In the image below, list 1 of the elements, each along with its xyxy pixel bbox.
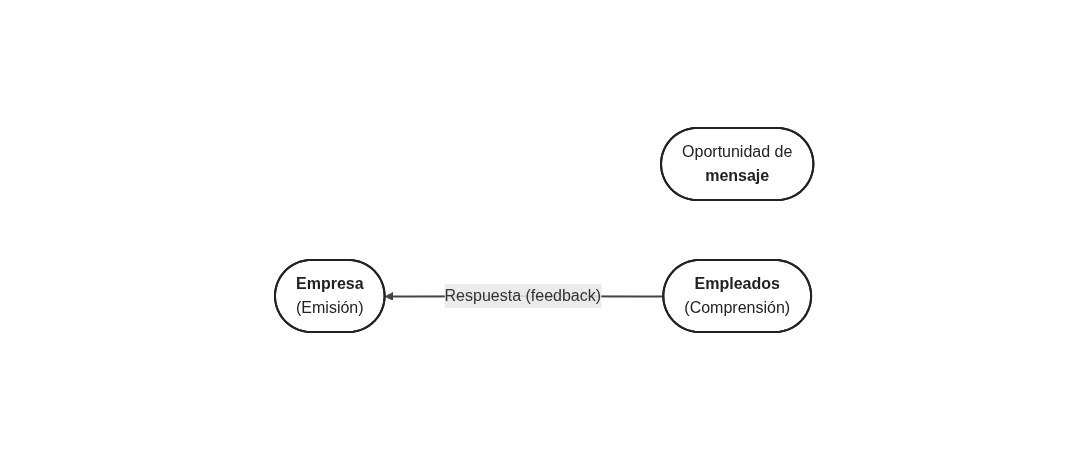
edge-label: Respuesta (feedback) [444,286,601,304]
